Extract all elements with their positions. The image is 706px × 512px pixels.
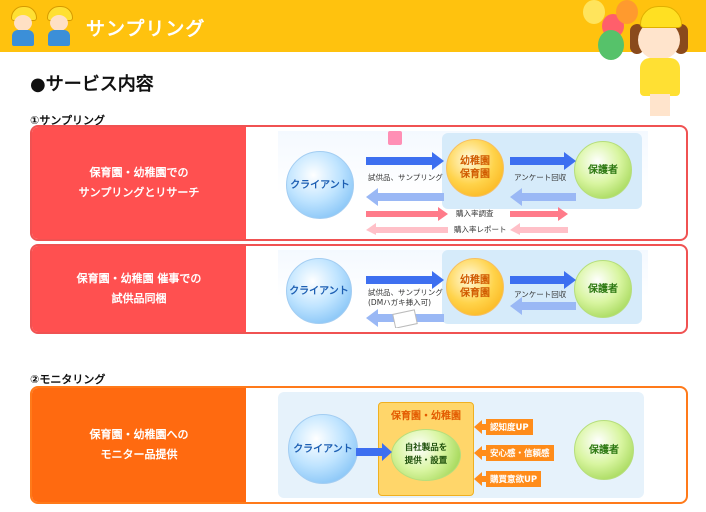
purchase-rate-survey-text: 購入率調査: [456, 209, 494, 218]
child-mascot-icon: [8, 6, 38, 46]
sample-send-text: 試供品、サンプリング: [368, 173, 443, 182]
gift-icon: [388, 131, 402, 145]
school-box-title: 保育園・幼稚園: [391, 411, 461, 422]
flow-arrows: [366, 152, 576, 235]
survey-collect-text: アンケート回収: [514, 173, 567, 182]
trust-tag: 安心感・信頼感: [486, 445, 554, 461]
monitoring-heading: ②モニタリング: [30, 373, 106, 386]
school-circle: 幼稚園 保育園: [446, 258, 504, 316]
client-circle: クライアント: [286, 258, 352, 324]
parent-circle: 保護者: [574, 420, 634, 480]
event-bundling-diagram: クライアント 幼稚園 保育園 保護者 試供品、サンプリング (DMハガキ挿入可)…: [278, 250, 648, 328]
flow-arrows: [366, 271, 576, 328]
sampling-heading: ①サンプリング: [30, 114, 105, 127]
monitoring-diagram: クライアント 保育園・幼稚園 自社製品を 提供・設置 認知度UP 安心感・信頼感…: [278, 392, 644, 498]
monitoring-label: 保育園・幼稚園への モニター品提供: [32, 388, 246, 502]
balloon-icon: [598, 30, 624, 60]
parent-circle: 保護者: [574, 141, 632, 199]
school-box: 保育園・幼稚園 自社製品を 提供・設置: [378, 402, 474, 496]
event-bundling-label: 保育園・幼稚園 催事での 試供品同梱: [32, 246, 246, 332]
purchase-intent-tag: 購買意欲UP: [486, 471, 542, 487]
client-circle: クライアント: [286, 151, 354, 219]
flow-arrows: [356, 420, 486, 486]
product-install-circle: 自社製品を 提供・設置: [391, 429, 461, 481]
awareness-up-tag: 認知度UP: [486, 419, 533, 435]
sampling-research-panel: 保育園・幼稚園での サンプリングとリサーチ クライアント 幼稚園 保育園 保護者…: [30, 125, 688, 241]
sampling-research-label: 保育園・幼稚園での サンプリングとリサーチ: [32, 127, 246, 239]
purchase-rate-report-text: 購入率レポート: [454, 225, 507, 234]
page-title: サンプリング: [86, 18, 206, 40]
balloon-icon: [583, 0, 605, 24]
parent-circle: 保護者: [574, 260, 632, 318]
sample-send-text: 試供品、サンプリング (DMハガキ挿入可): [368, 288, 443, 307]
school-circle: 幼稚園 保育園: [446, 139, 504, 197]
section-title: ●サービス内容: [30, 74, 154, 95]
sampling-research-diagram: クライアント 幼稚園 保育園 保護者 試供品、サンプリング アンケート回収 購入…: [278, 131, 648, 235]
child-mascot-icon: [44, 6, 74, 46]
monitoring-panel: 保育園・幼稚園への モニター品提供 クライアント 保育園・幼稚園 自社製品を 提…: [30, 386, 688, 504]
survey-collect-text: アンケート回収: [514, 290, 567, 299]
client-circle: クライアント: [288, 414, 358, 484]
balloon-icon: [616, 0, 638, 24]
event-bundling-panel: 保育園・幼稚園 催事での 試供品同梱 クライアント 幼稚園 保育園 保護者 試供…: [30, 244, 688, 334]
